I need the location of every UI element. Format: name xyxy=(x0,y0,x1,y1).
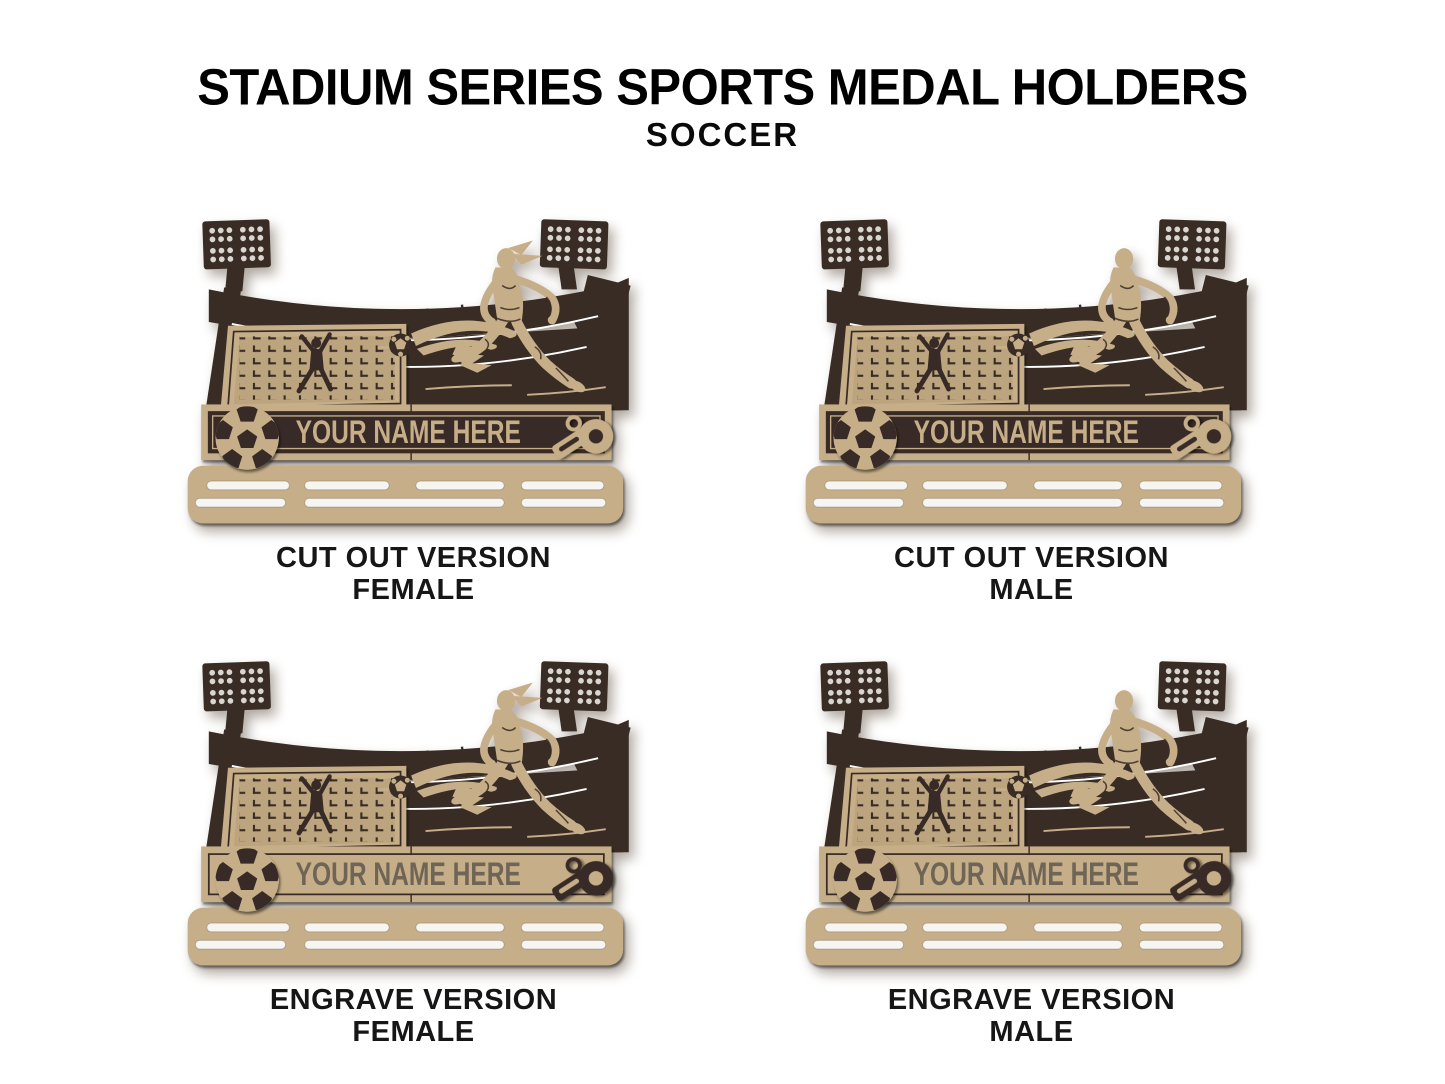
soccer-ball-icon xyxy=(215,406,279,470)
goalkeeper-silhouette xyxy=(296,332,333,394)
whistle-icon xyxy=(1169,856,1231,901)
product-card: YOUR NAME HERE ENGRAVE VERSION MALE xyxy=(792,647,1272,1049)
product-grid: YOUR NAME HERE CUT OUT VERSION FEMALE xyxy=(0,205,1445,1049)
medal-holder-graphic: YOUR NAME HERE xyxy=(174,205,654,531)
product-caption: CUT OUT VERSION MALE xyxy=(792,542,1272,607)
medal-holder-graphic: YOUR NAME HERE xyxy=(792,647,1272,973)
soccer-ball-icon xyxy=(833,848,897,912)
player-silhouette xyxy=(1068,689,1203,835)
caption-gender: MALE xyxy=(989,573,1074,606)
player-silhouette xyxy=(1068,248,1203,393)
product-caption: ENGRAVE VERSION MALE xyxy=(792,983,1272,1049)
medal-holder-graphic: YOUR NAME HERE xyxy=(174,647,654,973)
soccer-ball-small-icon xyxy=(1006,333,1030,357)
floodlight-icon xyxy=(201,219,271,270)
medal-hanger-bar xyxy=(805,907,1241,966)
medal-hanger-bar xyxy=(187,907,623,966)
medal-holder-svg: YOUR NAME HERE xyxy=(187,219,631,524)
ground-swoosh xyxy=(1027,794,1241,852)
whistle-icon xyxy=(551,415,613,459)
page-subtitle: SOCCER xyxy=(645,116,800,153)
product-card: YOUR NAME HERE ENGRAVE VERSION FEMALE xyxy=(174,647,654,1049)
goalkeeper-silhouette xyxy=(296,774,333,836)
ground-swoosh xyxy=(409,352,623,411)
player-silhouette xyxy=(450,240,585,393)
medal-hanger-bar xyxy=(805,465,1241,524)
whistle-icon xyxy=(551,856,613,901)
medal-hanger-bar xyxy=(187,465,623,524)
floodlight-icon xyxy=(201,661,271,712)
floodlight-icon xyxy=(819,219,889,270)
soccer-goal-icon xyxy=(837,765,1024,854)
soccer-goal-icon xyxy=(219,323,406,413)
name-plate-text: YOUR NAME HERE xyxy=(913,855,1138,892)
medal-holder-svg: YOUR NAME HERE xyxy=(805,661,1249,966)
caption-version: ENGRAVE VERSION xyxy=(887,983,1176,1016)
name-plate-text: YOUR NAME HERE xyxy=(295,413,520,450)
product-card: YOUR NAME HERE CUT OUT VERSION MALE xyxy=(792,205,1272,607)
caption-gender: MALE xyxy=(989,1015,1074,1048)
medal-holder-svg: YOUR NAME HERE xyxy=(805,219,1249,524)
ground-swoosh xyxy=(1027,352,1241,411)
ground-swoosh xyxy=(409,794,623,852)
floodlight-icon xyxy=(1157,661,1226,712)
medal-holder-graphic: YOUR NAME HERE xyxy=(792,205,1272,531)
caption-version: CUT OUT VERSION xyxy=(894,542,1169,574)
floodlight-icon xyxy=(539,661,608,712)
goalkeeper-silhouette xyxy=(914,774,951,836)
page-header: STADIUM SERIES SPORTS MEDAL HOLDERS SOCC… xyxy=(0,0,1445,151)
caption-gender: FEMALE xyxy=(352,573,475,606)
player-silhouette xyxy=(450,682,585,835)
soccer-goal-icon xyxy=(219,765,406,854)
goalkeeper-silhouette xyxy=(914,332,951,394)
product-caption: ENGRAVE VERSION FEMALE xyxy=(174,983,654,1049)
caption-gender: FEMALE xyxy=(352,1015,475,1048)
soccer-ball-small-icon xyxy=(388,333,412,357)
name-plate-text: YOUR NAME HERE xyxy=(913,413,1138,450)
floodlight-icon xyxy=(539,219,608,270)
soccer-ball-small-icon xyxy=(388,775,412,799)
medal-holder-svg: YOUR NAME HERE xyxy=(187,661,631,966)
caption-version: CUT OUT VERSION xyxy=(276,542,551,574)
floodlight-icon xyxy=(819,661,889,712)
soccer-ball-small-icon xyxy=(1006,775,1030,799)
caption-version: ENGRAVE VERSION xyxy=(269,983,558,1016)
product-card: YOUR NAME HERE CUT OUT VERSION FEMALE xyxy=(174,205,654,607)
whistle-icon xyxy=(1169,415,1231,459)
floodlight-icon xyxy=(1157,219,1226,270)
name-plate-text: YOUR NAME HERE xyxy=(295,855,520,892)
soccer-goal-icon xyxy=(837,323,1024,413)
product-caption: CUT OUT VERSION FEMALE xyxy=(174,542,654,607)
page-title: STADIUM SERIES SPORTS MEDAL HOLDERS xyxy=(197,59,1248,117)
